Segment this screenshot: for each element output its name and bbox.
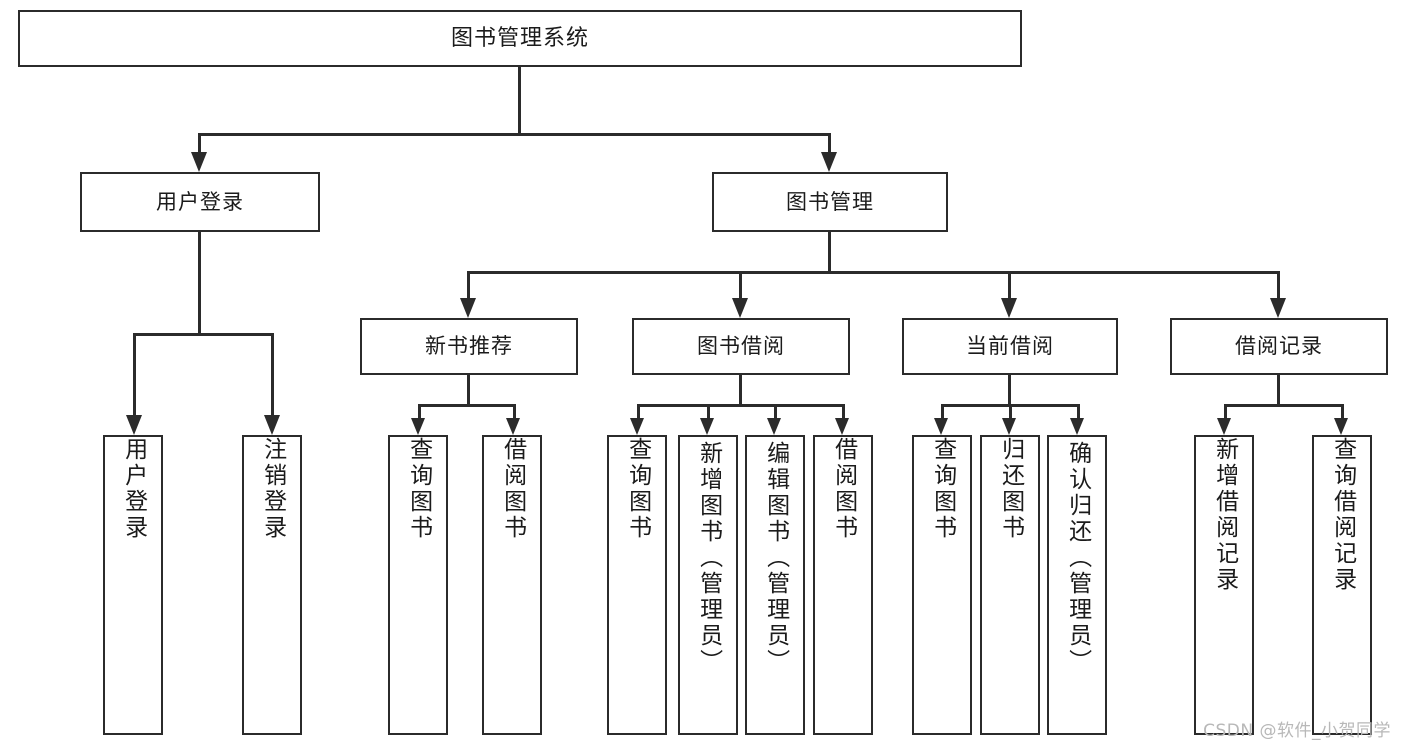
node-book-borrow[interactable]: 图书借阅 [632,318,850,375]
leaf-node-edit-book-admin[interactable]: 编辑图书（管理员） [745,435,805,735]
arrow-down-icon [191,152,207,172]
leaf-label: 新增借阅记录 [1211,437,1238,593]
arrow-down-icon [835,418,849,435]
arrow-down-icon [1001,298,1017,318]
leaf-node-query-books-current[interactable]: 查询图书 [912,435,972,735]
connector-to-user-login [198,133,201,155]
connector-borrow-record-stem [1277,375,1280,406]
connector-borrow-record-bus [1224,404,1343,407]
connector-branch [271,333,274,418]
leaf-label: 注销登录 [259,437,286,541]
connector-user-login-stem [198,232,201,333]
connector-branch [739,271,742,301]
arrow-down-icon [1217,418,1231,435]
connector-book-manage-stem [828,232,831,274]
node-book-management[interactable]: 图书管理 [712,172,948,232]
connector-level2-bus [467,271,1279,274]
connector-branch [1008,271,1011,301]
arrow-down-icon [506,418,520,435]
arrow-down-icon [126,415,142,435]
node-label: 图书管理系统 [450,25,589,51]
watermark: CSDN @软件_小贺同学 [1203,721,1391,741]
leaf-node-return-books[interactable]: 归还图书 [980,435,1040,735]
leaf-node-add-book-admin[interactable]: 新增图书（管理员） [678,435,738,735]
connector-book-borrow-stem [739,375,742,406]
connector-branch [842,404,845,420]
leaf-label: 用户登录 [120,437,147,541]
connector-level1-bus [198,133,831,136]
connector-root-stem [518,67,521,133]
node-root-book-management-system[interactable]: 图书管理系统 [18,10,1022,67]
connector-branch [707,404,710,420]
node-current-borrow[interactable]: 当前借阅 [902,318,1118,375]
arrow-down-icon [1270,298,1286,318]
leaf-node-borrow-books-newbook[interactable]: 借阅图书 [482,435,542,735]
leaf-label: 查询图书 [624,437,651,541]
node-label: 图书管理 [786,189,874,214]
connector-user-login-bus [133,333,271,336]
arrow-down-icon [1334,418,1348,435]
leaf-node-query-books-borrow[interactable]: 查询图书 [607,435,667,735]
connector-branch [774,404,777,420]
connector-branch [1341,404,1344,420]
node-label: 用户登录 [156,189,244,214]
connector-branch [1277,271,1280,301]
leaf-label: 查询借阅记录 [1329,437,1356,593]
leaf-node-query-borrow-record[interactable]: 查询借阅记录 [1312,435,1372,735]
leaf-label: 借阅图书 [499,437,526,541]
connector-branch [133,333,136,418]
connector-branch [467,271,470,301]
leaf-label: 确认归还（管理员） [1064,441,1091,675]
node-label: 借阅记录 [1235,334,1323,359]
arrow-down-icon [821,152,837,172]
connector-branch [513,404,516,420]
arrow-down-icon [767,418,781,435]
arrow-down-icon [411,418,425,435]
leaf-label: 借阅图书 [830,437,857,541]
arrow-down-icon [1070,418,1084,435]
arrow-down-icon [700,418,714,435]
node-label: 新书推荐 [425,334,513,359]
connector-current-borrow-stem [1008,375,1011,406]
node-new-book-recommendation[interactable]: 新书推荐 [360,318,578,375]
leaf-label: 归还图书 [997,437,1024,541]
arrow-down-icon [630,418,644,435]
leaf-node-confirm-return-admin[interactable]: 确认归还（管理员） [1047,435,1107,735]
connector-branch [637,404,640,420]
leaf-node-user-login[interactable]: 用户登录 [103,435,163,735]
connector-branch [1009,404,1012,420]
connector-branch [418,404,421,420]
node-borrow-record[interactable]: 借阅记录 [1170,318,1388,375]
connector-new-book-stem [467,375,470,406]
leaf-node-borrow-books-borrow[interactable]: 借阅图书 [813,435,873,735]
leaf-label: 新增图书（管理员） [695,441,722,675]
arrow-down-icon [264,415,280,435]
arrow-down-icon [934,418,948,435]
connector-new-book-bus [418,404,516,407]
arrow-down-icon [1002,418,1016,435]
leaf-node-logout[interactable]: 注销登录 [242,435,302,735]
leaf-label: 查询图书 [405,437,432,541]
node-user-login[interactable]: 用户登录 [80,172,320,232]
arrow-down-icon [732,298,748,318]
leaf-node-query-books-newbook[interactable]: 查询图书 [388,435,448,735]
connector-to-book-manage [828,133,831,155]
node-label: 当前借阅 [966,334,1054,359]
connector-branch [1224,404,1227,420]
node-label: 图书借阅 [697,334,785,359]
leaf-label: 编辑图书（管理员） [762,441,789,675]
leaf-label: 查询图书 [929,437,956,541]
connector-branch [941,404,944,420]
leaf-node-add-borrow-record[interactable]: 新增借阅记录 [1194,435,1254,735]
connector-branch [1077,404,1080,420]
arrow-down-icon [460,298,476,318]
connector-book-borrow-bus [637,404,844,407]
